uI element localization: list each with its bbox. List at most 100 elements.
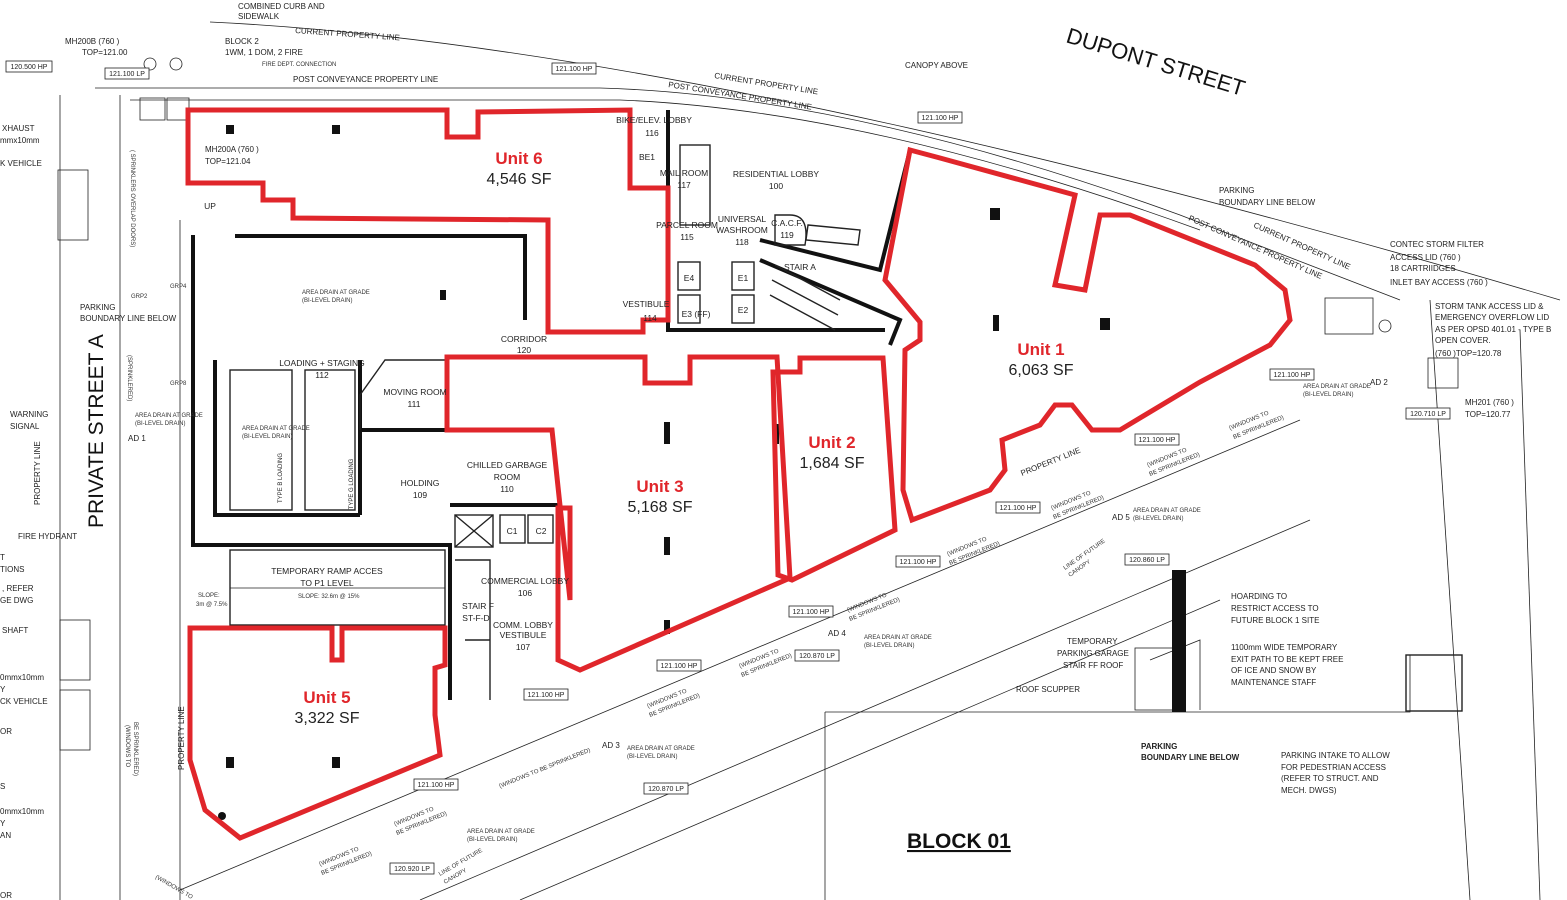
block-label: BLOCK 01	[907, 830, 1011, 853]
note: (SPRINKLERED)	[126, 355, 132, 401]
room-label: PARCEL ROOM	[656, 220, 718, 230]
note: MH201 (760 )	[1465, 398, 1514, 407]
note: MH200A (760 )	[205, 145, 259, 154]
note: (BI-LEVEL DRAIN)	[302, 298, 352, 304]
note: (BI-LEVEL DRAIN)	[135, 421, 185, 427]
note: PARKING	[1219, 186, 1254, 195]
property-lines	[57, 21, 1561, 900]
street-name-dupont: DUPONT STREET	[1064, 23, 1249, 101]
note: RESTRICT ACCESS TO	[1231, 604, 1319, 613]
note: HOARDING TO	[1231, 592, 1287, 601]
note: 1100mm WIDE TEMPORARY	[1231, 643, 1338, 652]
note: TEMPORARY	[1067, 637, 1118, 646]
elevator-label: E2	[738, 305, 749, 315]
elevation-tag: 121.100 HP	[900, 559, 937, 566]
room-number: 120	[517, 345, 531, 355]
note: (BI-LEVEL DRAIN)	[1133, 516, 1183, 522]
note: mmx10mm	[0, 136, 40, 145]
note: AD 4	[828, 629, 846, 638]
note: INLET BAY ACCESS (760 )	[1390, 278, 1488, 287]
note: BE SPRINKLERED)	[132, 722, 138, 776]
note: TIONS	[0, 565, 24, 574]
elevation-tag: 120.500 HP	[11, 64, 48, 71]
note: ACCESS LID (760 )	[1390, 253, 1461, 262]
note: AREA DRAIN AT GRADE	[302, 290, 370, 296]
note: OPEN COVER.	[1435, 336, 1491, 345]
note: (760 )TOP=120.78	[1435, 349, 1502, 358]
room-label: ROOM	[494, 472, 520, 482]
ramp-label: TEMPORARY RAMP ACCES	[271, 566, 383, 576]
note: WARNING	[10, 410, 48, 419]
elevation-tag: 121.100 LP	[109, 71, 145, 78]
note: OF ICE AND SNOW BY	[1231, 666, 1317, 675]
note: CURRENT PROPERTY LINE	[295, 26, 400, 42]
room-label: MOVING ROOM	[383, 387, 446, 397]
note: CK VEHICLE	[0, 697, 48, 706]
note: AD 2	[1370, 378, 1388, 387]
unit-area: 3,322 SF	[295, 710, 360, 727]
note: STORM TANK ACCESS LID &	[1435, 302, 1544, 311]
unit-name: Unit 1	[1017, 340, 1064, 359]
elevation-tag: 120.710 LP	[1410, 411, 1446, 418]
note: CANOPY ABOVE	[905, 61, 968, 70]
unit-1-outline[interactable]	[882, 146, 1293, 524]
note: Y	[0, 819, 6, 828]
elevation-tag: 120.860 LP	[1129, 557, 1165, 564]
note: 0mmx10mm	[0, 807, 44, 816]
note: MAINTENANCE STAFF	[1231, 678, 1316, 687]
room-number: 112	[315, 370, 329, 380]
note: EXIT PATH TO BE KEPT FREE	[1231, 655, 1343, 664]
note: AREA DRAIN AT GRADE	[135, 413, 203, 419]
note: BOUNDARY LINE BELOW	[1219, 198, 1316, 207]
note: COMBINED CURB AND	[238, 2, 325, 11]
note: TOP=121.00	[82, 48, 128, 57]
loading-label: TYPE B LOADING	[278, 453, 284, 503]
note: FIRE DEPT. CONNECTION	[262, 62, 336, 68]
note: BLOCK 2	[225, 37, 259, 46]
room-label: HOLDING	[401, 478, 440, 488]
unit-3-outline[interactable]	[444, 354, 793, 673]
unit-area: 4,546 SF	[487, 171, 552, 188]
note: TOP=121.04	[205, 157, 251, 166]
note: MH200B (760 )	[65, 37, 120, 46]
note: BOUNDARY LINE BELOW	[1141, 753, 1240, 762]
room-label: COMMERCIAL LOBBY	[481, 576, 569, 586]
unit-5-outline[interactable]	[187, 625, 448, 841]
note: ROOF SCUPPER	[1016, 685, 1080, 694]
note: STAIR FF ROOF	[1063, 661, 1123, 670]
unit-labels: Unit 6 4,546 SF Unit 1 6,063 SF Unit 2 1…	[295, 149, 1074, 727]
room-label: MAIL ROOM	[660, 168, 708, 178]
room-label: RESIDENTIAL LOBBY	[733, 169, 819, 179]
note: MECH. DWGS)	[1281, 786, 1337, 795]
slope-label: SLOPE:	[198, 593, 220, 599]
elevator-label: E1	[738, 273, 749, 283]
note: K VEHICLE	[0, 159, 42, 168]
note: T	[0, 553, 5, 562]
room-number: 106	[518, 588, 532, 598]
note: (BI-LEVEL DRAIN)	[864, 643, 914, 649]
note: 0mmx10mm	[0, 673, 44, 682]
elevation-tag: 120.920 LP	[394, 866, 430, 873]
elevation-tag: 121.100 HP	[528, 692, 565, 699]
note: GRP2	[131, 294, 148, 300]
note: 18 CARTRIIDGES	[1390, 264, 1456, 273]
ramp-label: TO P1 LEVEL	[300, 578, 354, 588]
note: , REFER	[2, 584, 34, 593]
unit-area: 1,684 SF	[800, 455, 865, 472]
room-label: LOADING + STAGING	[279, 358, 365, 368]
note: AN	[0, 831, 11, 840]
note: POST CONVEYANCE PROPERTY LINE	[293, 75, 438, 84]
room-number: 109	[413, 490, 427, 500]
slope-label: SLOPE: 32.6m @ 15%	[298, 594, 360, 600]
room-label: CHILLED GARBAGE	[467, 460, 548, 470]
unit-name: Unit 6	[495, 149, 542, 168]
note: PARKING GARAGE	[1057, 649, 1129, 658]
unit-6-outline[interactable]	[185, 107, 671, 335]
note: FUTURE BLOCK 1 SITE	[1231, 616, 1319, 625]
room-label: VESTIBULE	[500, 630, 547, 640]
note: AREA DRAIN AT GRADE	[467, 829, 535, 835]
note: AREA DRAIN AT GRADE	[864, 635, 932, 641]
unit-name: Unit 5	[303, 688, 350, 707]
unit-2-outline[interactable]	[770, 355, 898, 583]
